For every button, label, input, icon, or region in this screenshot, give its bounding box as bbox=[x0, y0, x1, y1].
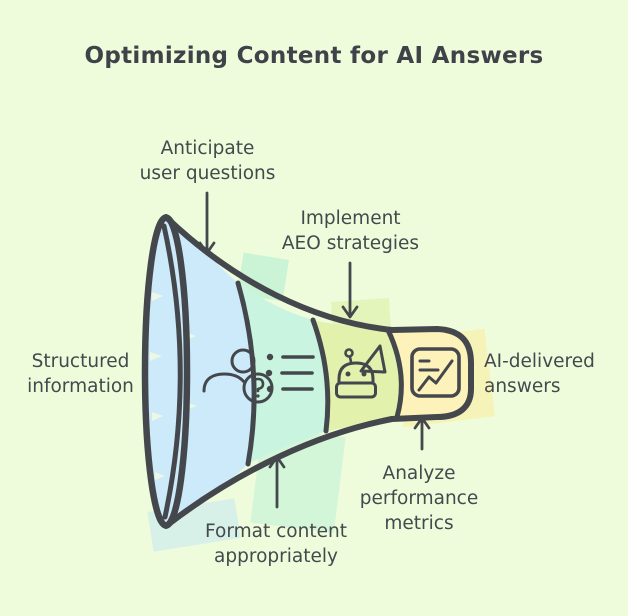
page-title: Optimizing Content for AI Answers bbox=[84, 43, 544, 69]
annotation-line: information bbox=[27, 376, 134, 397]
annotation-line: answers bbox=[484, 376, 561, 397]
annotation-line: metrics bbox=[384, 513, 454, 534]
annotation-analyze: Analyze performance metrics bbox=[330, 461, 508, 536]
annotation-implement: Implement AEO strategies bbox=[253, 206, 448, 256]
arrow-analyze-up bbox=[413, 416, 431, 451]
annotation-line: AI-delivered bbox=[484, 351, 595, 372]
arrow-format-up bbox=[268, 455, 286, 509]
mouth-inner-rim bbox=[161, 223, 183, 520]
annotation-line: Implement bbox=[300, 208, 401, 229]
annotation-line: AEO strategies bbox=[281, 233, 420, 254]
arrow-implement-down bbox=[341, 261, 359, 319]
annotation-format: Format content appropriately bbox=[178, 519, 374, 569]
spout-outline bbox=[389, 326, 474, 422]
annotation-line: Analyze bbox=[382, 463, 456, 484]
annotation-line: Structured bbox=[31, 351, 130, 372]
stage-divider-3 bbox=[385, 327, 404, 420]
annotation-line: performance bbox=[359, 488, 479, 509]
funnel-output-label: AI-delivered answers bbox=[484, 349, 620, 399]
robot-megaphone-icon bbox=[335, 344, 387, 399]
funnel-outlines bbox=[141, 214, 474, 529]
bullet-list-icon bbox=[265, 353, 315, 393]
annotation-arrows bbox=[198, 191, 431, 509]
annotation-line: user questions bbox=[139, 163, 276, 184]
annotation-line: appropriately bbox=[214, 546, 338, 567]
annotation-line: Format content bbox=[205, 521, 347, 542]
stage-divider-2 bbox=[310, 317, 331, 434]
line-chart-icon bbox=[410, 347, 461, 398]
annotation-line: Anticipate bbox=[160, 138, 255, 159]
arrow-anticipate-down bbox=[198, 191, 216, 255]
annotation-anticipate: Anticipate user questions bbox=[110, 136, 305, 186]
stage-fill-blue bbox=[166, 217, 255, 526]
funnel-input-label: Structured information bbox=[8, 349, 153, 399]
funnel-mouth-rim bbox=[141, 214, 191, 529]
